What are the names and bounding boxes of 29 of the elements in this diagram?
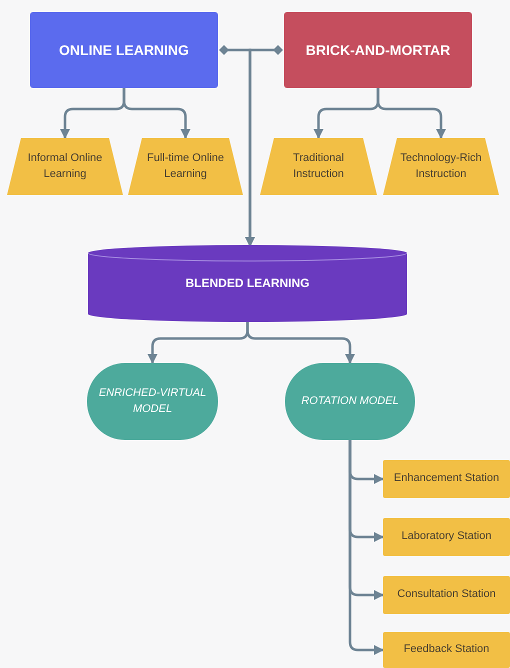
heading-text: ONLINE LEARNING (58, 40, 190, 60)
station-box (383, 576, 510, 614)
connector-arrow (348, 440, 384, 655)
connector-arrow (246, 322, 355, 364)
station-box (383, 460, 510, 498)
connector-arrow (245, 45, 283, 247)
node-label: Technology-Rich Instruction (399, 150, 483, 182)
station-box (383, 632, 510, 668)
connector-arrow (376, 88, 446, 139)
node-label: Traditional Instruction (292, 150, 345, 182)
category-box (30, 12, 218, 88)
heading-text: BRICK-AND-MORTAR (304, 40, 452, 60)
node-label: Informal Online Learning (26, 150, 104, 182)
category-box (284, 12, 472, 88)
trapezoid-box (128, 138, 243, 195)
trapezoid-box (383, 138, 499, 195)
trapezoid-box (260, 138, 377, 195)
node-label: Enhancement Station (392, 471, 500, 486)
node-label: ROTATION MODEL (300, 394, 400, 409)
node-label: Full-time Online Learning (146, 150, 226, 182)
connector-arrow (122, 88, 190, 139)
node-label: ENRICHED-VIRTUAL MODEL (98, 386, 208, 416)
station-box (383, 518, 510, 556)
node-label: Laboratory Station (400, 529, 492, 544)
trapezoid-box (7, 138, 123, 195)
node-label: Consultation Station (396, 587, 497, 602)
node-label: Feedback Station (402, 642, 490, 658)
cylinder-shape (88, 245, 407, 322)
heading-text: BLENDED LEARNING (184, 274, 310, 292)
